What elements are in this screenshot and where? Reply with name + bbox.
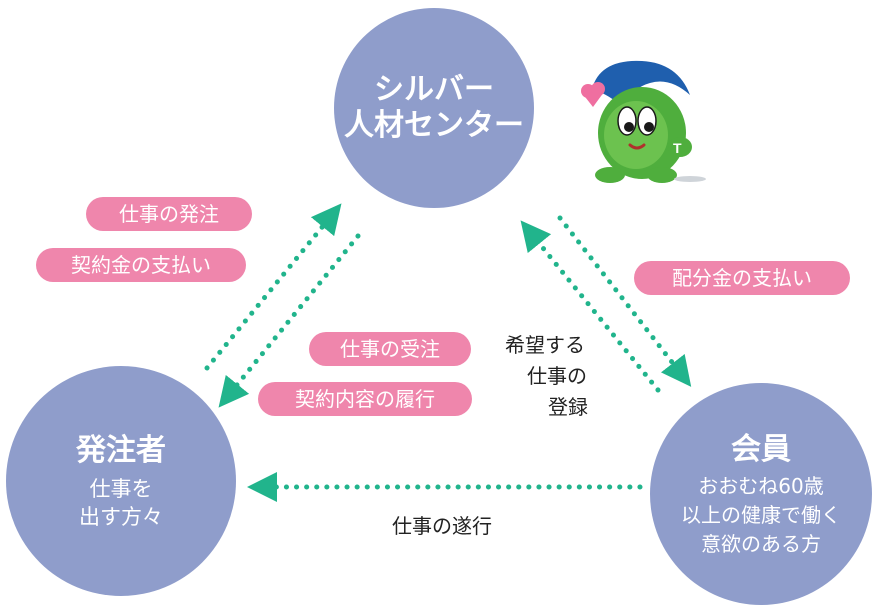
client-node: 発注者 仕事を 出す方々 xyxy=(6,366,236,596)
label-accept-job: 仕事の受注 xyxy=(309,332,471,366)
label-register-line3: 登録 xyxy=(548,395,588,419)
arrow-member-to-center xyxy=(520,220,661,393)
client-sub-line1: 仕事を xyxy=(89,477,153,501)
arrow-center-to-client xyxy=(218,233,361,408)
mascot-icon: T xyxy=(581,60,706,183)
label-pay-distribution: 配分金の支払い xyxy=(634,261,850,295)
member-sub-line1: おおむね60歳 xyxy=(698,473,824,498)
client-title: 発注者 xyxy=(76,433,166,468)
arrow-order-to-center xyxy=(204,203,342,371)
mascot-letter: T xyxy=(673,140,682,156)
center-title-line1: シルバー xyxy=(374,72,494,107)
client-sub-line2: 出す方々 xyxy=(79,505,163,529)
label-pay-contract: 契約金の支払い xyxy=(36,248,246,282)
arrow-center-to-member xyxy=(557,215,692,387)
member-sub-line3: 意欲のある方 xyxy=(701,531,821,556)
silver-center-node: シルバー 人材センター xyxy=(334,8,534,208)
member-sub-line2: 以上の健康で働く xyxy=(681,502,841,527)
label-register-line1: 希望する xyxy=(505,333,585,357)
label-perform-contract: 契約内容の履行 xyxy=(258,382,472,416)
member-node: 会員 おおむね60歳 以上の健康で働く 意欲のある方 xyxy=(650,383,872,605)
center-title-line2: 人材センター xyxy=(344,108,524,143)
member-title: 会員 xyxy=(731,431,791,467)
label-execute-job: 仕事の遂行 xyxy=(392,514,492,538)
label-register-line2: 仕事の xyxy=(527,364,587,388)
label-order-job: 仕事の発注 xyxy=(86,197,252,231)
